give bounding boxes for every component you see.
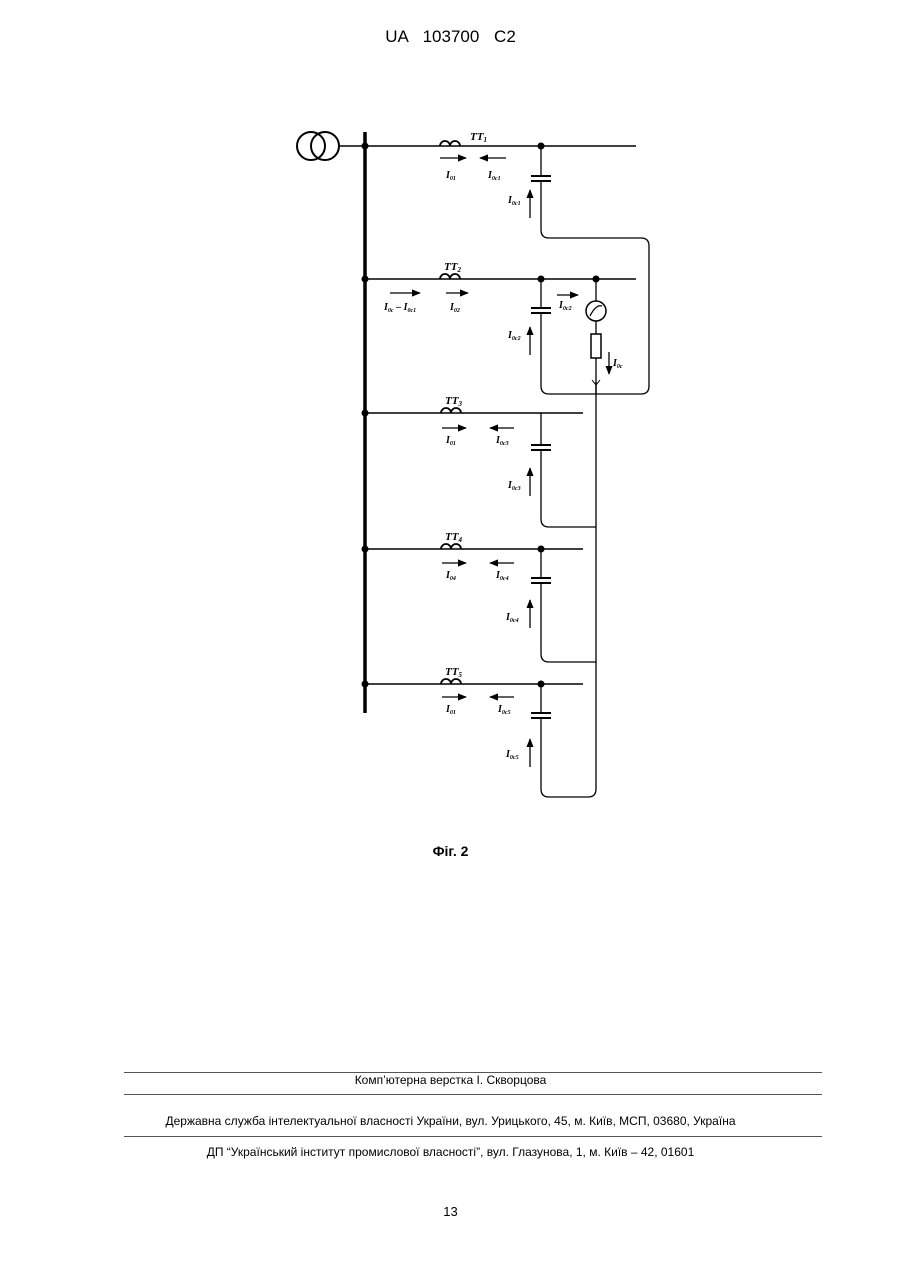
tt-label-2: TT2 xyxy=(444,261,461,274)
current-label-2a: I0c – I0c1 xyxy=(383,302,416,314)
source-current-label: I0c xyxy=(612,358,623,370)
feeder-2: TT2 I0c – I0c1 I02 I0c2 I0c2 I0c xyxy=(362,261,637,394)
footer-institute: ДП “Український інститут промислової вла… xyxy=(0,1145,901,1159)
tt-label-1: TT1 xyxy=(470,131,487,144)
cap-current-label-5: I0c5 xyxy=(505,749,519,761)
cap-current-label-1: I0c1 xyxy=(507,195,521,207)
current-label-5b: I0c5 xyxy=(497,704,511,716)
footer-typesetting: Комп’ютерна верстка І. Скворцова xyxy=(0,1073,901,1087)
feeder-5: TT5 I01 I0c5 I0c5 xyxy=(362,666,597,797)
cap-current-label-3: I0c3 xyxy=(507,480,521,492)
figure-caption: Фіг. 2 xyxy=(0,843,901,859)
footer-rule-middle xyxy=(124,1094,822,1095)
resistor-symbol xyxy=(591,334,601,358)
feeder-3: TT3 I01 I0c3 I0c3 xyxy=(362,395,597,527)
cap-current-label-4: I0c4 xyxy=(505,612,519,624)
current-label-1b: I0c1 xyxy=(487,170,501,182)
current-label-1a: I01 xyxy=(445,170,456,182)
current-label-2b: I02 xyxy=(449,302,460,314)
page-number: 13 xyxy=(0,1204,901,1219)
tt-label-4: TT4 xyxy=(445,531,462,544)
circuit-diagram: TT1 I01 I0c1 I0c1 TT2 I0c – I0c1 I02 I0c… xyxy=(0,0,901,830)
footer-rule-bottom xyxy=(124,1136,822,1137)
current-label-3a: I01 xyxy=(445,435,456,447)
footer-agency: Державна служба інтелектуальної власност… xyxy=(0,1114,901,1128)
tt-label-5: TT5 xyxy=(445,666,462,679)
current-source-symbol xyxy=(586,301,606,321)
feeder-4: TT4 I04 I0c4 I0c4 xyxy=(362,531,597,662)
current-label-5a: I01 xyxy=(445,704,456,716)
tt-label-3: TT3 xyxy=(445,395,462,408)
current-label-4a: I04 xyxy=(445,570,456,582)
current-label-3b: I0c3 xyxy=(495,435,509,447)
transformer-symbol xyxy=(297,132,365,160)
mid-current-label-2: I0c2 xyxy=(558,300,572,312)
feeder-1: TT1 I01 I0c1 I0c1 xyxy=(362,131,650,394)
current-label-4b: I0c4 xyxy=(495,570,509,582)
cap-current-label-2: I0c2 xyxy=(507,330,521,342)
